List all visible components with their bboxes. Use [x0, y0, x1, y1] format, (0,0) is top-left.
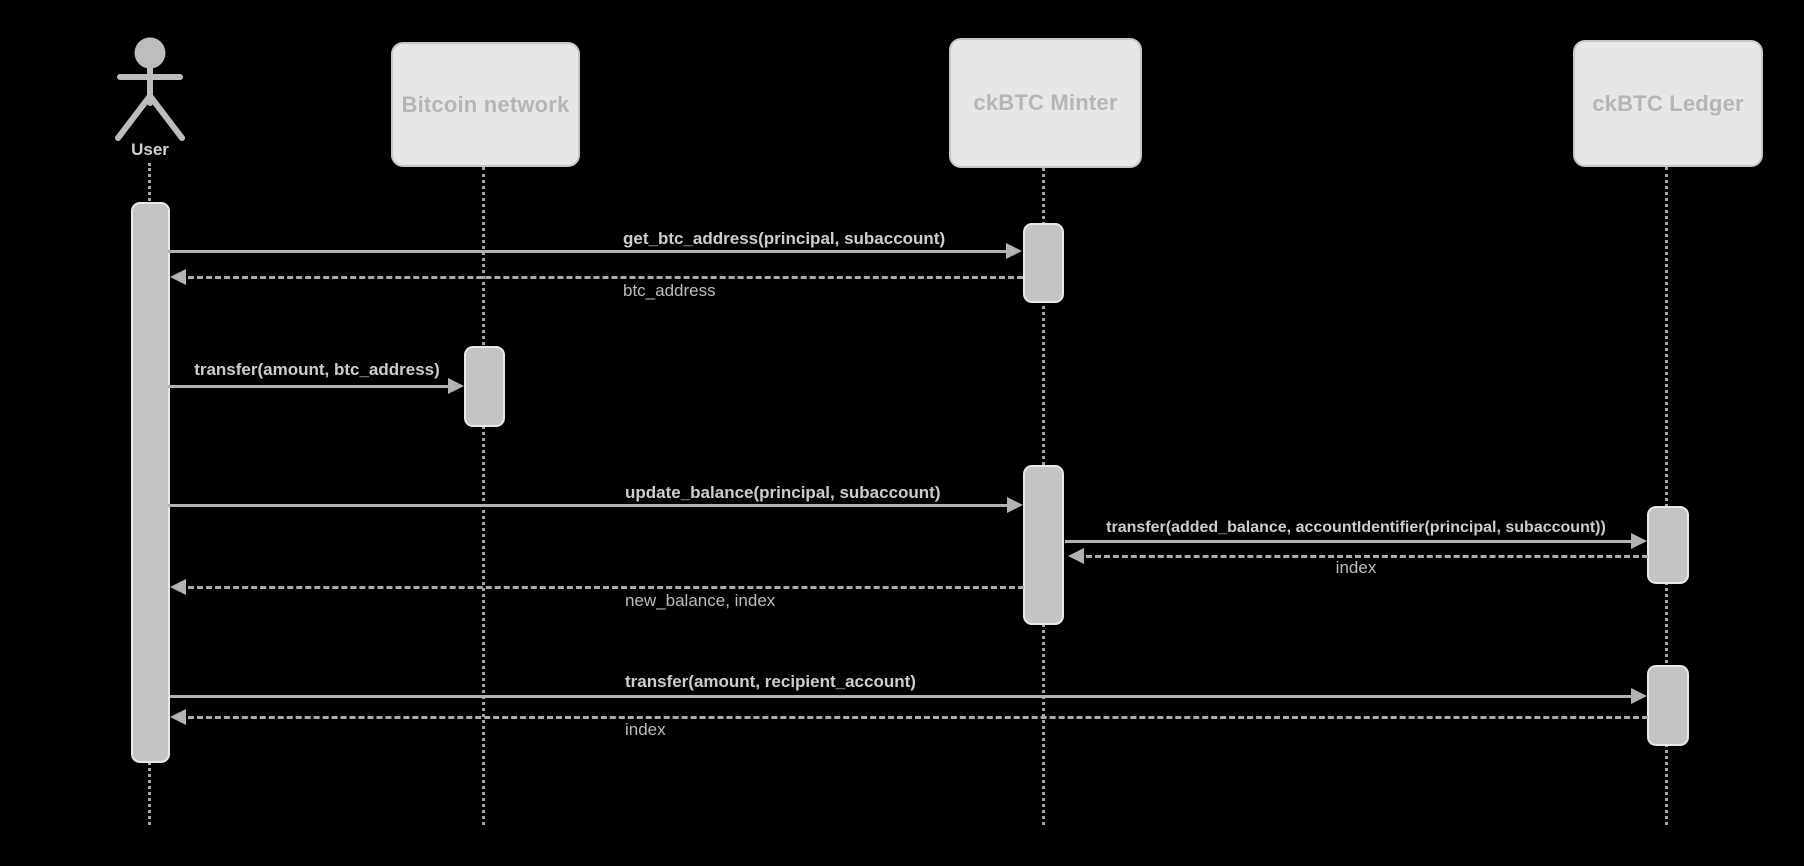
arrowhead-left-icon	[170, 579, 186, 595]
participant-bitcoin-network: Bitcoin network	[391, 42, 580, 167]
user-actor-icon	[115, 37, 185, 141]
participant-ckbtc-minter: ckBTC Minter	[949, 38, 1142, 168]
message-label-6: index	[1335, 558, 1377, 577]
arrowhead-right-icon	[1631, 533, 1647, 549]
message-label-5: transfer(added_balance, accountIdentifie…	[1106, 519, 1606, 536]
arrowhead-right-icon	[1631, 688, 1647, 704]
message-line-5	[1065, 540, 1631, 543]
message-line-9	[188, 716, 1648, 719]
activation-ckbtc-minter-1	[1023, 223, 1064, 303]
arrowhead-right-icon	[1006, 243, 1022, 259]
message-line-2	[188, 276, 1023, 279]
participant-ckbtc-ledger: ckBTC Ledger	[1573, 40, 1763, 167]
message-label-3: transfer(amount, btc_address)	[194, 360, 440, 379]
message-line-1	[168, 250, 1006, 253]
activation-ckbtc-ledger-2	[1647, 665, 1689, 746]
message-line-8	[170, 695, 1631, 698]
arrowhead-left-icon	[170, 269, 186, 285]
lifeline-ckbtc-ledger	[1665, 167, 1668, 825]
arrowhead-left-icon	[1068, 548, 1084, 564]
message-line-6	[1086, 555, 1648, 558]
message-label-1: get_btc_address(principal, subaccount)	[623, 229, 946, 248]
message-label-4: update_balance(principal, subaccount)	[625, 483, 941, 502]
lifeline-bitcoin-network	[482, 167, 485, 825]
message-label-8: transfer(amount, recipient_account)	[625, 672, 916, 691]
arrowhead-right-icon	[448, 378, 464, 394]
participant-label: ckBTC Minter	[973, 90, 1118, 115]
activation-ckbtc-ledger-1	[1647, 506, 1689, 584]
activation-bitcoin-network	[464, 346, 505, 427]
arrowhead-left-icon	[170, 709, 186, 725]
message-line-4	[168, 504, 1007, 507]
message-label-2: btc_address	[623, 281, 716, 300]
activation-user	[131, 202, 170, 763]
message-label-9: index	[625, 720, 666, 739]
participant-label: Bitcoin network	[401, 91, 570, 117]
message-line-3	[168, 385, 448, 388]
activation-ckbtc-minter-2	[1023, 465, 1064, 625]
arrowhead-right-icon	[1007, 497, 1023, 513]
message-line-7	[188, 586, 1024, 589]
participant-label: ckBTC Ledger	[1592, 90, 1744, 116]
actor-label-user: User	[131, 140, 169, 159]
message-label-7: new_balance, index	[625, 591, 776, 610]
